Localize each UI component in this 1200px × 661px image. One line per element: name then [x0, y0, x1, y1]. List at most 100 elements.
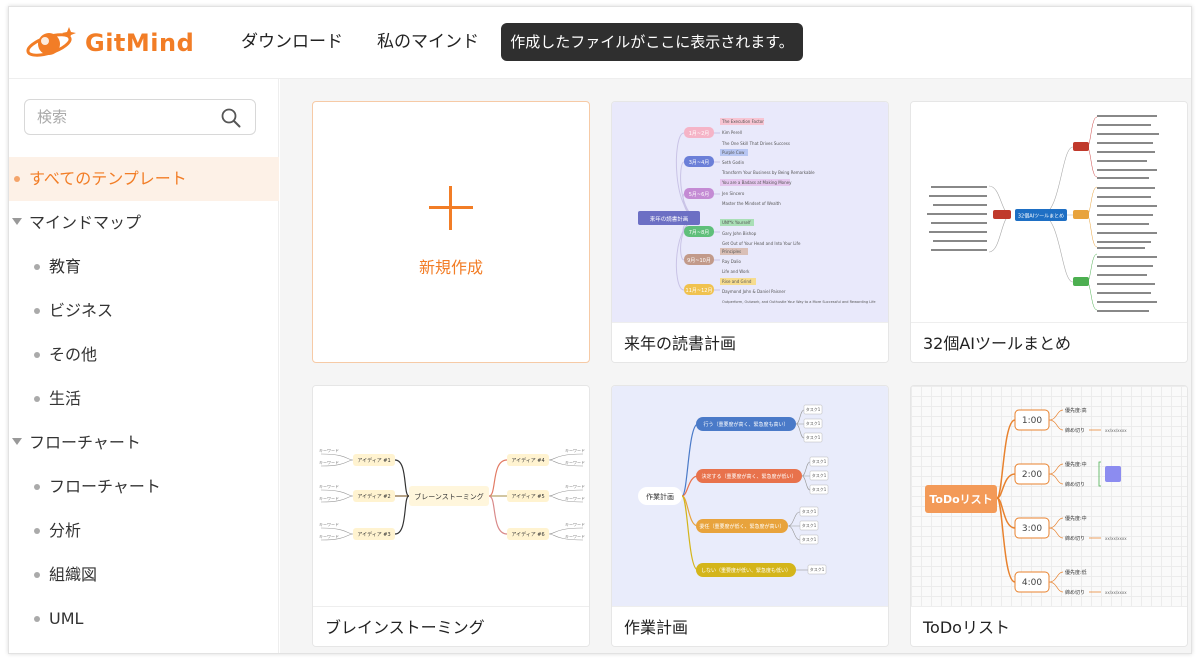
svg-text:タスク1: タスク1: [812, 472, 827, 478]
svg-text:1月~2月: 1月~2月: [689, 131, 710, 137]
app-name: GitMind: [85, 29, 195, 57]
svg-text:タスク1: タスク1: [802, 508, 817, 514]
template-title: 32個AIツールまとめ: [911, 322, 1187, 362]
svg-text:キーワード: キーワード: [319, 522, 339, 527]
todo-list-preview: ToDoリスト 1:00 2:00 3:00 4:00: [911, 386, 1187, 606]
bullet-icon: [34, 396, 40, 402]
svg-text:締め切り: 締め切り: [1065, 535, 1085, 542]
template-card-ai-tools[interactable]: 32個AIツールまとめ: [910, 101, 1188, 363]
svg-text:アイディア #6: アイディア #6: [511, 531, 544, 538]
svg-text:xx/xx/xxxx: xx/xx/xxxx: [1105, 536, 1127, 541]
svg-text:アイディア #3: アイディア #3: [357, 531, 390, 538]
bullet-icon: [34, 308, 40, 314]
svg-text:Principles: Principles: [722, 249, 741, 254]
template-card-todo-list[interactable]: ToDoリスト 1:00 2:00 3:00 4:00: [910, 385, 1188, 647]
svg-text:Jen Sincero: Jen Sincero: [721, 191, 745, 196]
search-box: [24, 99, 256, 135]
sidebar-item-flowchart[interactable]: フローチャート: [9, 465, 279, 509]
svg-text:タスク1: タスク1: [802, 536, 817, 542]
svg-text:アイディア #1: アイディア #1: [357, 457, 390, 464]
gitmind-logo[interactable]: GitMind: [25, 23, 194, 63]
svg-text:タスク1: タスク1: [812, 486, 827, 492]
sidebar-item-uml[interactable]: UML: [9, 597, 279, 641]
svg-text:Daymond John & Daniel Paisner: Daymond John & Daniel Paisner: [722, 289, 786, 294]
svg-text:Transform Your Business by Bei: Transform Your Business by Being Remarka…: [721, 170, 815, 175]
svg-text:キーワード: キーワード: [565, 496, 585, 501]
bullet-icon: [34, 352, 40, 358]
svg-text:ブレーンストーミング: ブレーンストーミング: [414, 492, 484, 501]
template-grid: 新規作成 来年の読書計画: [280, 79, 1191, 653]
svg-text:Get Out of Your Head and Into: Get Out of Your Head and Into Your Life: [722, 241, 801, 246]
template-title: ブレインストーミング: [313, 606, 589, 646]
svg-text:キーワード: キーワード: [565, 534, 585, 539]
sidebar-group-mindmap[interactable]: マインドマップ: [9, 201, 279, 245]
svg-text:Gary John Bishop: Gary John Bishop: [722, 231, 757, 236]
template-title: ToDoリスト: [911, 606, 1187, 646]
search-input[interactable]: [37, 100, 217, 134]
work-plan-preview: 作業計画 行う（重要度が高く、緊急度も高い） 決定する（重要度が高く、緊急度が低…: [612, 386, 888, 606]
header: GitMind ダウンロード 私のマインド 作成したファイルがここに表示されます…: [9, 7, 1191, 79]
svg-text:キーワード: キーワード: [319, 496, 339, 501]
svg-text:Outperform, Outwork, and Outhu: Outperform, Outwork, and Outhustle Your …: [722, 300, 876, 304]
search-icon[interactable]: [221, 108, 241, 128]
bullet-icon: [34, 264, 40, 270]
nav-my-mind[interactable]: 私のマインド: [377, 32, 479, 52]
svg-text:キーワード: キーワード: [565, 448, 585, 453]
bullet-icon: [34, 616, 40, 622]
sidebar-item-all-templates[interactable]: すべてのテンプレート: [9, 157, 279, 201]
new-file-label: 新規作成: [418, 258, 483, 277]
top-nav: ダウンロード 私のマインド: [241, 29, 513, 55]
svg-text:キーワード: キーワード: [565, 522, 585, 527]
new-file-card[interactable]: 新規作成: [312, 101, 590, 363]
svg-text:9月~10月: 9月~10月: [687, 258, 711, 264]
svg-text:4:00: 4:00: [1022, 578, 1042, 588]
svg-text:アイディア #5: アイディア #5: [511, 493, 544, 500]
sidebar-item-org-chart[interactable]: 組織図: [9, 553, 279, 597]
template-card-reading-plan[interactable]: 来年の読書計画 1月~2月 3月~4月 5月~6月 7月~8月 9月~10月 1…: [611, 101, 889, 363]
nav-download[interactable]: ダウンロード: [241, 32, 343, 52]
svg-text:優先度:高: 優先度:高: [1065, 407, 1087, 414]
svg-text:締め切り: 締め切り: [1065, 589, 1085, 596]
svg-text:タスク1: タスク1: [802, 522, 817, 528]
svg-text:行う（重要度が高く、緊急度も高い）: 行う（重要度が高く、緊急度も高い）: [703, 421, 788, 428]
sidebar-item-education[interactable]: 教育: [9, 245, 279, 289]
reading-plan-preview: 来年の読書計画 1月~2月 3月~4月 5月~6月 7月~8月 9月~10月 1…: [612, 102, 888, 322]
svg-text:キーワード: キーワード: [319, 484, 339, 489]
svg-text:Life and Work: Life and Work: [722, 269, 750, 274]
svg-text:キーワード: キーワード: [565, 484, 585, 489]
svg-text:優先度:中: 優先度:中: [1065, 461, 1087, 468]
sidebar-item-business[interactable]: ビジネス: [9, 289, 279, 333]
template-card-brainstorming[interactable]: ブレーンストーミング アイディア #1 アイディア #2 アイディア #3 アイ…: [312, 385, 590, 647]
svg-text:来年の読書計画: 来年の読書計画: [650, 215, 689, 223]
files-tooltip: 作成したファイルがここに表示されます。: [501, 23, 803, 61]
svg-text:決定する（重要度が高く、緊急度が低い）: 決定する（重要度が高く、緊急度が低い）: [701, 473, 796, 480]
planet-logo-icon: [26, 27, 76, 57]
plus-icon: [429, 186, 473, 230]
template-card-work-plan[interactable]: 作業計画 行う（重要度が高く、緊急度も高い） 決定する（重要度が高く、緊急度が低…: [611, 385, 889, 647]
sidebar-group-flowchart[interactable]: フローチャート: [9, 421, 279, 465]
svg-text:キーワード: キーワード: [319, 460, 339, 465]
svg-text:You are a Badass at Making Mon: You are a Badass at Making Money: [721, 180, 792, 185]
sidebar-item-analysis[interactable]: 分析: [9, 509, 279, 553]
svg-text:3月~4月: 3月~4月: [689, 160, 710, 166]
svg-text:Kim Perell: Kim Perell: [722, 130, 742, 135]
sidebar-item-life[interactable]: 生活: [9, 377, 279, 421]
svg-text:優先度:中: 優先度:中: [1065, 515, 1087, 522]
sidebar-item-other[interactable]: その他: [9, 333, 279, 377]
svg-text:11月~12月: 11月~12月: [686, 288, 713, 294]
svg-text:xx/xx/xxxx: xx/xx/xxxx: [1105, 590, 1127, 595]
svg-text:優先度:低: 優先度:低: [1065, 569, 1087, 576]
svg-text:アイディア #4: アイディア #4: [511, 457, 544, 464]
svg-text:UNf*k Yourself: UNf*k Yourself: [722, 220, 751, 225]
svg-text:キーワード: キーワード: [319, 534, 339, 539]
svg-text:3:00: 3:00: [1022, 524, 1042, 534]
app-window: GitMind ダウンロード 私のマインド 作成したファイルがここに表示されます…: [8, 6, 1192, 654]
svg-text:タスク1: タスク1: [806, 434, 821, 440]
svg-text:Ray Dalio: Ray Dalio: [722, 259, 742, 264]
svg-text:しない（重要度が低い、緊急度も低い）: しない（重要度が低い、緊急度も低い）: [701, 567, 791, 574]
brainstorming-preview: ブレーンストーミング アイディア #1 アイディア #2 アイディア #3 アイ…: [313, 386, 589, 606]
svg-text:キーワード: キーワード: [565, 460, 585, 465]
svg-text:5月~6月: 5月~6月: [689, 192, 710, 198]
svg-text:委任（重要度が低く、緊急度が高い）: 委任（重要度が低く、緊急度が高い）: [699, 523, 784, 530]
svg-text:タスク1: タスク1: [806, 406, 821, 412]
